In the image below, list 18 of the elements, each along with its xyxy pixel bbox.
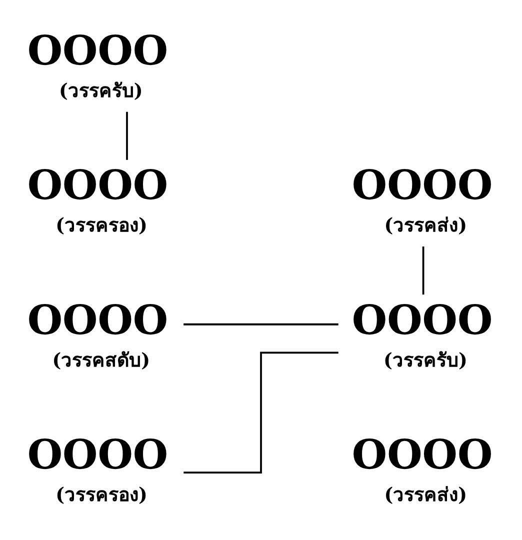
connector [184, 351, 338, 473]
node-text: OOOO [27, 430, 168, 478]
node-text: OOOO [352, 430, 493, 478]
node-label: (วรรครอง) [56, 214, 148, 236]
node-label: (วรรครอง) [56, 484, 148, 506]
node-label: (วรรคส่ง) [384, 214, 468, 236]
node-text: OOOO [352, 295, 493, 344]
connector [422, 246, 424, 294]
node-label: (วรรครับ) [58, 80, 143, 102]
node-text: OOOO [352, 160, 493, 209]
node-label: (วรรคสดับ) [52, 348, 150, 371]
node-text: OOOO [27, 295, 168, 344]
connector [126, 111, 128, 160]
node-text: OOOO [27, 160, 168, 209]
node-label: (วรรคส่ง) [384, 484, 468, 506]
connector [184, 322, 338, 325]
node-text: OOOO [27, 26, 168, 74]
node-label: (วรรครับ) [384, 348, 468, 371]
